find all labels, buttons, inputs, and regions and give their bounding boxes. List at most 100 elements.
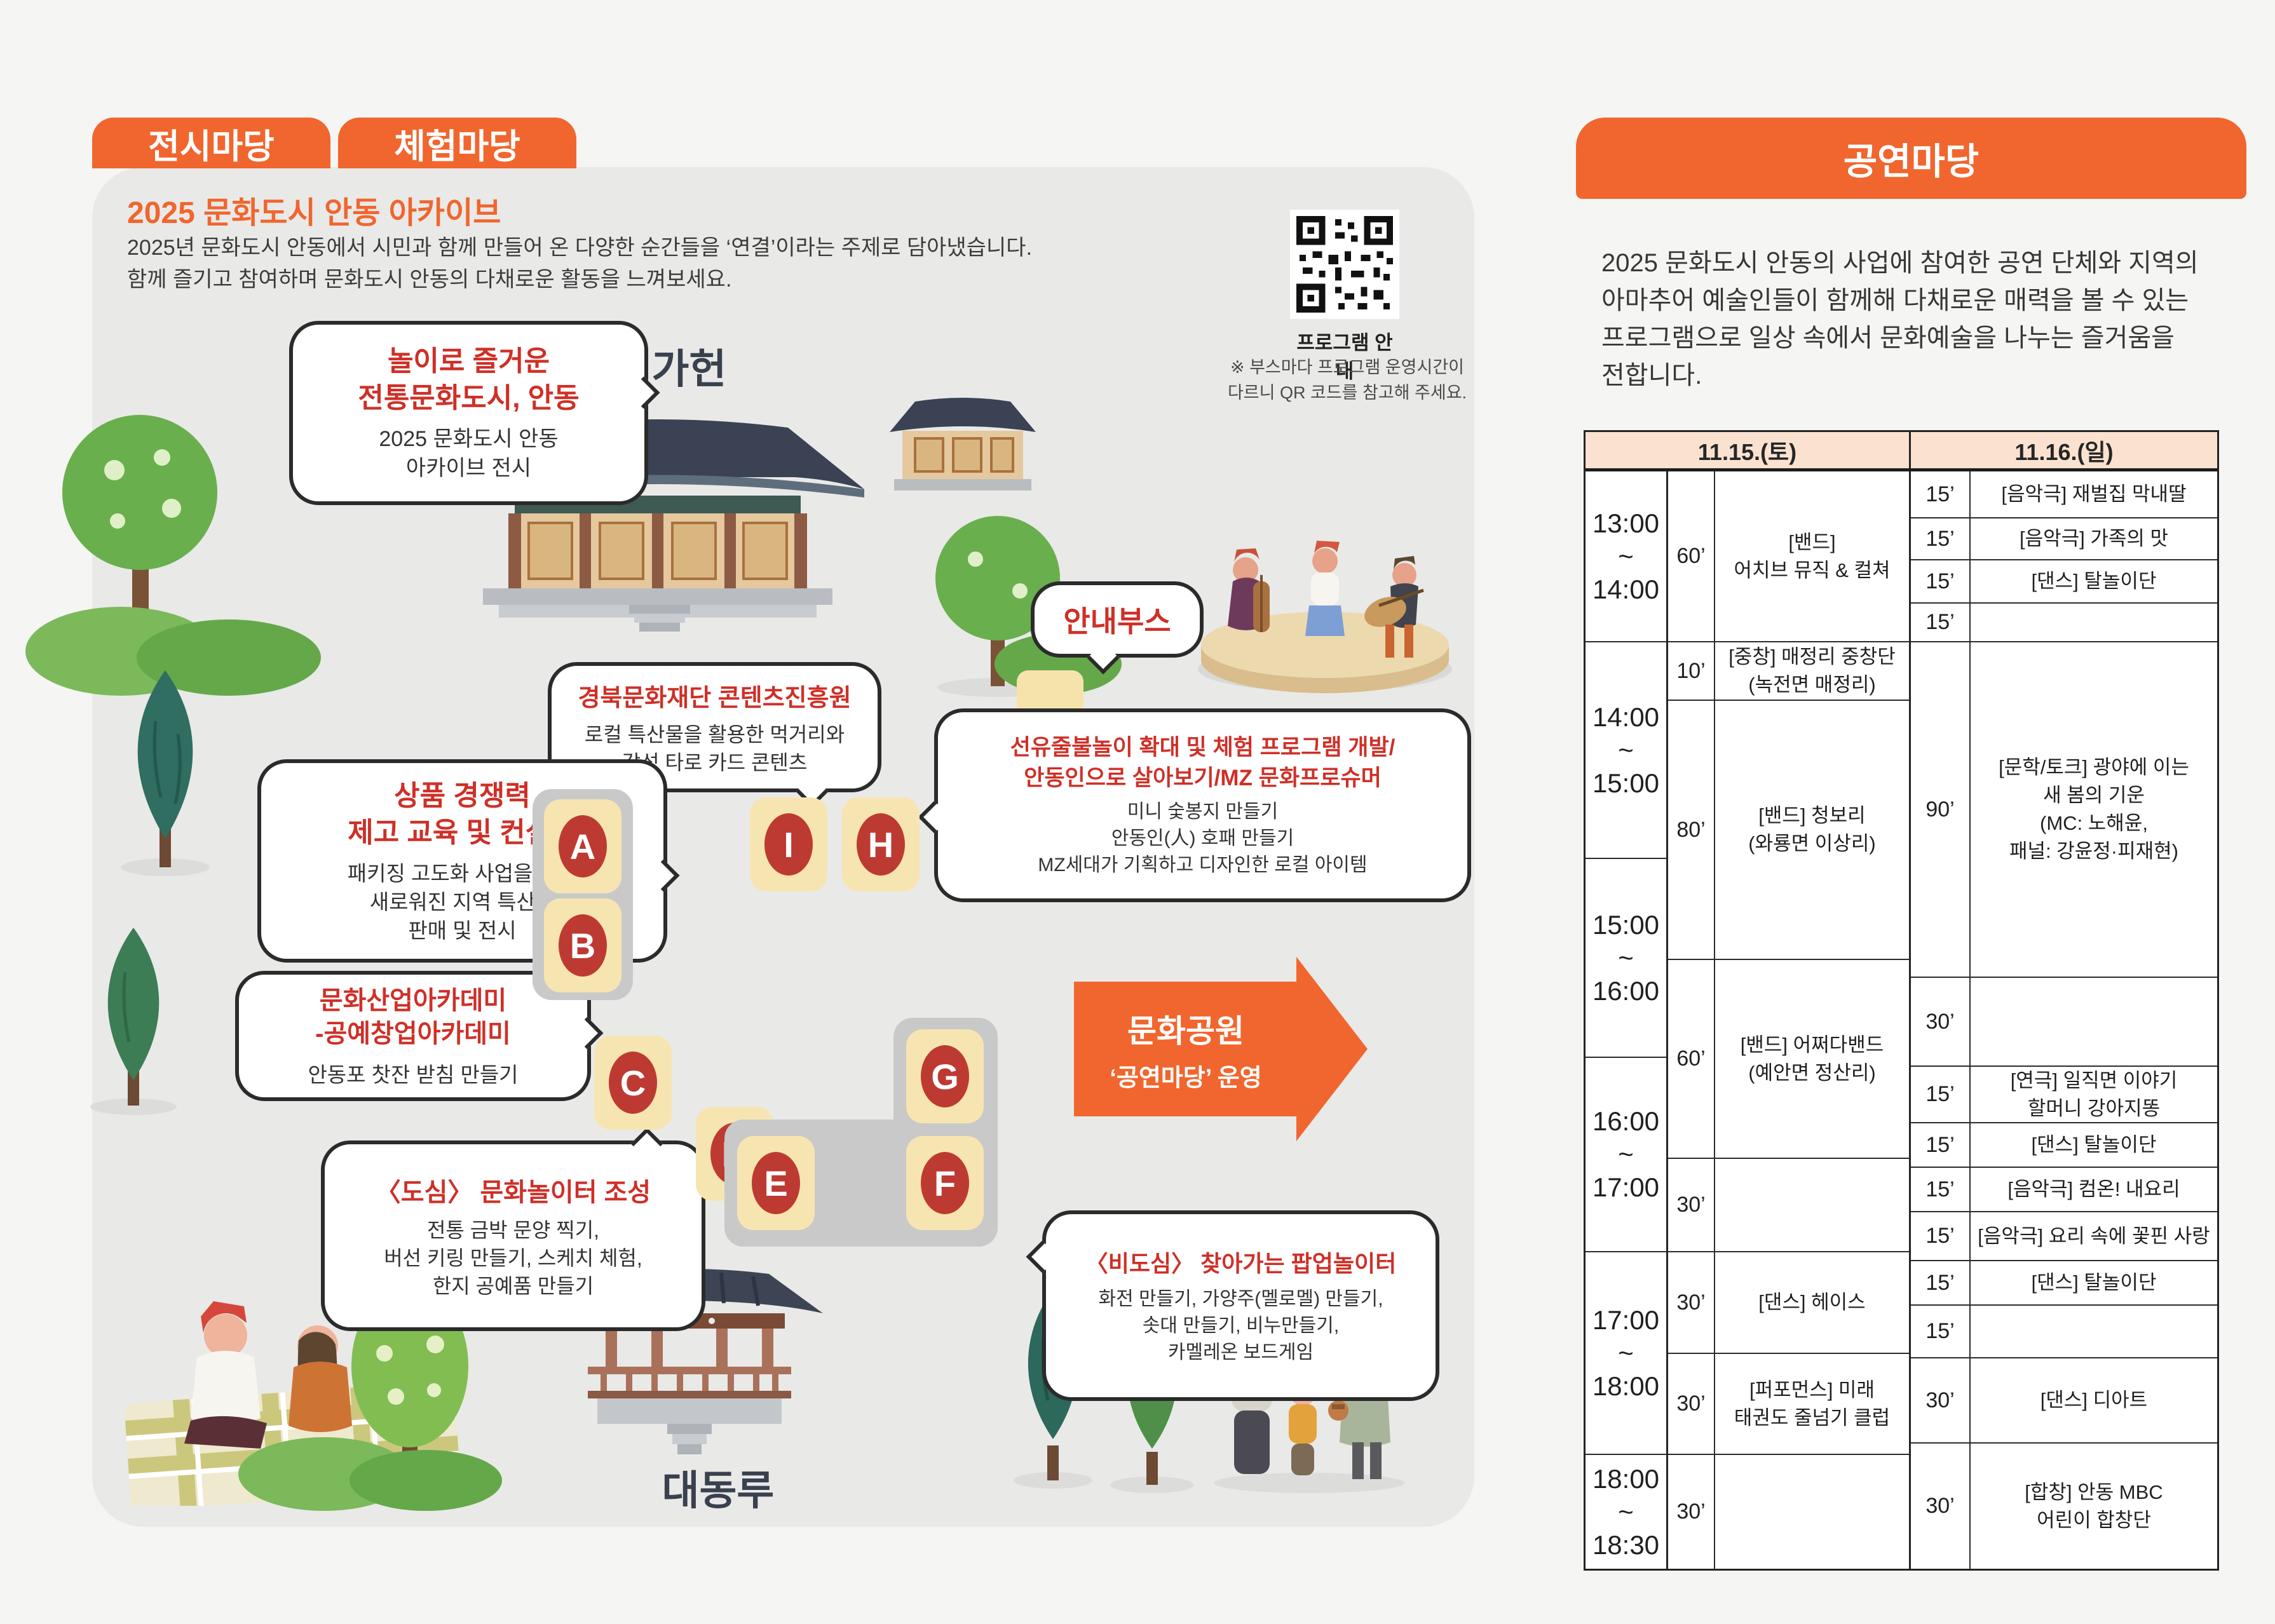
tab-exhibition[interactable]: 전시마당 xyxy=(92,118,330,168)
schedule-row: 15’ xyxy=(1911,604,2217,642)
event: [밴드] 청보리 (와룡면 이상리) xyxy=(1748,804,1876,855)
time-slot: 15:00 ~ 16:00 xyxy=(1586,859,1666,1058)
callout-title: 〈도심〉 문화놀이터 조성 xyxy=(375,1179,651,1207)
schedule-row: 15’[음악극] 컴온! 내요리 xyxy=(1911,1168,2217,1212)
time-slot: 17:00 ~ 18:00 xyxy=(1586,1252,1666,1455)
callout-seonyu-program: 선유줄불놀이 확대 및 체험 프로그램 개발/ 안동인으로 살아보기/MZ 문화… xyxy=(934,708,1471,902)
duration: 15’ xyxy=(1911,604,1971,641)
event: [음악극] 재벌집 막내딸 xyxy=(2001,483,2187,505)
booth-marker-b[interactable]: B xyxy=(544,898,621,992)
duration: 15’ xyxy=(1911,471,1971,517)
booth-marker-f[interactable]: F xyxy=(906,1136,984,1230)
booth-letter: F xyxy=(921,1152,969,1214)
schedule-row: 30’[합창] 안동 MBC 어린이 합창단 xyxy=(1911,1444,2217,1569)
duration: 60’ xyxy=(1668,960,1715,1158)
schedule-row: 30’ [댄스] 디아트 xyxy=(1911,1358,2217,1444)
duration: 30’ xyxy=(1911,1358,1971,1442)
qr-note: ※ 부스마다 프로그램 운영시간이 다르니 QR 코드를 참고해 주세요. xyxy=(1227,358,1467,402)
arrow-line1: 문화공원 xyxy=(1127,1013,1244,1049)
schedule-row: 30’ xyxy=(1911,978,2217,1067)
event xyxy=(1715,1159,1909,1251)
schedule-row: 15’[댄스] 탈놀이단 xyxy=(1911,1261,2217,1306)
performance-header-label: 공연마당 xyxy=(1843,141,1980,182)
tab-experience-label: 체험마당 xyxy=(394,127,520,166)
schedule-table: 11.15.(토) 11.16.(일) 13:00 ~ 14:00 14:00 … xyxy=(1584,430,2219,1571)
duration: 15’ xyxy=(1911,1261,1971,1304)
duration: 30’ xyxy=(1911,1444,1971,1569)
tab-experience[interactable]: 체험마당 xyxy=(338,118,576,168)
callout-title: 선유줄불놀이 확대 및 체험 프로그램 개발/ 안동인으로 살아보기/MZ 문화… xyxy=(1010,734,1396,790)
event: [문학/토크] 광야에 이는 새 봄의 기운 (MC: 노해윤, 패널: 강윤정… xyxy=(1999,756,2189,862)
event: [음악극] 가족의 맛 xyxy=(2019,527,2169,550)
schedule-day-sunday: 11.16.(일) xyxy=(2014,438,2114,465)
schedule-row: 10’[중창] 매정리 중창단 (녹전면 매정리) xyxy=(1668,642,1909,701)
schedule-row: 30’ [댄스] 헤이스 xyxy=(1668,1252,1909,1354)
callout-body: 화전 만들기, 가양주(멜로멜) 만들기, 솟대 만들기, 비누만들기, 카멜레… xyxy=(1098,1289,1383,1363)
culture-park-arrow: 문화공원 ‘공연마당’ 운영 xyxy=(1074,982,1298,1116)
duration: 15’ xyxy=(1911,518,1971,559)
duration: 15’ xyxy=(1911,560,1971,602)
qr-pattern xyxy=(1296,216,1393,313)
event: [밴드] 어쩌다밴드 (예안면 정산리) xyxy=(1740,1033,1884,1084)
duration: 30’ xyxy=(1911,978,1971,1066)
schedule-day-saturday: 11.15.(토) xyxy=(1586,432,1911,468)
duration: 15’ xyxy=(1911,1212,1971,1260)
booth-marker-e[interactable]: E xyxy=(737,1136,815,1230)
archive-title: 2025 문화도시 안동 아카이브 xyxy=(127,196,501,230)
schedule-row: 15’ [음악극] 재벌집 막내딸 xyxy=(1911,471,2217,518)
event: [밴드] 어치브 뮤직 & 컬쳐 xyxy=(1734,531,1891,581)
event: [연극] 일직면 이야기 할머니 강아지똥 xyxy=(2010,1069,2178,1120)
qr-code[interactable] xyxy=(1290,210,1399,319)
callout-title: 〈비도심〉 찾아가는 팝업놀이터 xyxy=(1085,1250,1397,1276)
event xyxy=(1715,1455,1909,1569)
callout-body: 안동포 찻잔 받침 만들기 xyxy=(308,1062,519,1086)
callout-body: 2025 문화도시 안동 아카이브 전시 xyxy=(379,427,559,480)
time-slot: 18:00 ~ 18:30 xyxy=(1592,1463,1660,1560)
duration: 15’ xyxy=(1911,1067,1971,1122)
duration: 15’ xyxy=(1911,1123,1971,1167)
duration: 15’ xyxy=(1911,1306,1971,1357)
schedule-row: 80’[밴드] 청보리 (와룡면 이상리) xyxy=(1668,701,1909,960)
callout-info-booth: 안내부스 xyxy=(1031,581,1204,658)
booth-letter: G xyxy=(921,1045,969,1107)
duration: 90’ xyxy=(1911,642,1971,977)
duration: 10’ xyxy=(1668,642,1715,700)
duration: 30’ xyxy=(1668,1252,1715,1353)
booth-marker-g[interactable]: G xyxy=(906,1029,984,1123)
schedule-row: 15’[댄스] 탈놀이단 xyxy=(1911,560,2217,604)
booth-letter: E xyxy=(752,1152,800,1214)
schedule-row: 15’ [연극] 일직면 이야기 할머니 강아지똥 xyxy=(1911,1067,2217,1123)
schedule-row: 60’[밴드] 어치브 뮤직 & 컬쳐 xyxy=(1668,471,1909,642)
booth-marker-h[interactable]: H xyxy=(842,797,920,891)
booth-marker-a[interactable]: A xyxy=(544,799,621,893)
event: [댄스] 디아트 xyxy=(2040,1389,2148,1411)
performance-description: 2025 문화도시 안동의 사업에 참여한 공연 단체와 지역의 아마추어 예술… xyxy=(1601,249,2199,389)
schedule-row: 15’ [음악극] 요리 속에 꽃핀 사랑 xyxy=(1911,1212,2217,1261)
arrow-line2: ‘공연마당’ 운영 xyxy=(1110,1064,1262,1092)
booth-letter: B xyxy=(559,914,607,977)
performance-header: 공연마당 xyxy=(1576,118,2246,199)
schedule-row: 90’ [문학/토크] 광야에 이는 새 봄의 기운 (MC: 노해윤, 패널: … xyxy=(1911,642,2217,978)
booth-marker-c[interactable]: C xyxy=(594,1036,672,1130)
callout-culture-academy: 문화산업아카데미 -공예창업아카데미 안동포 찻잔 받침 만들기 xyxy=(235,971,591,1101)
archive-description: 2025년 문화도시 안동에서 시민과 함께 만들어 온 다양한 순간들을 ‘연… xyxy=(127,236,1033,292)
duration: 30’ xyxy=(1668,1354,1715,1454)
booth-marker-i[interactable]: I xyxy=(750,797,827,891)
schedule-row: 30’[퍼포먼스] 미래 태권도 줄넘기 클럽 xyxy=(1668,1354,1909,1455)
callout-downtown-playground: 〈도심〉 문화놀이터 조성 전통 금박 문양 찍기, 버선 키링 만들기, 스케… xyxy=(321,1140,705,1331)
event: [댄스] 헤이스 xyxy=(1758,1291,1866,1313)
program-qr-block: 프로그램 안내 xyxy=(1290,210,1404,384)
schedule-row: 15’ xyxy=(1911,1306,2217,1358)
schedule-row: 60’ [밴드] 어쩌다밴드 (예안면 정산리) xyxy=(1668,960,1909,1159)
event: [댄스] 탈놀이단 xyxy=(2031,1133,2157,1156)
info-booth-label: 안내부스 xyxy=(1063,605,1171,638)
event: [음악극] 요리 속에 꽃핀 사랑 xyxy=(1978,1224,2210,1247)
time-slot: 13:00 ~ 14:00 xyxy=(1586,471,1666,642)
duration: 15’ xyxy=(1911,1168,1971,1211)
arrow-head xyxy=(1296,957,1368,1141)
booth-letter: A xyxy=(559,815,607,877)
schedule-row: 15’ [댄스] 탈놀이단 xyxy=(1911,1123,2217,1168)
callout-title: 놀이로 즐거운 전통문화도시, 안동 xyxy=(358,346,580,414)
time-slot: 14:00 ~ 15:00 xyxy=(1586,642,1666,859)
